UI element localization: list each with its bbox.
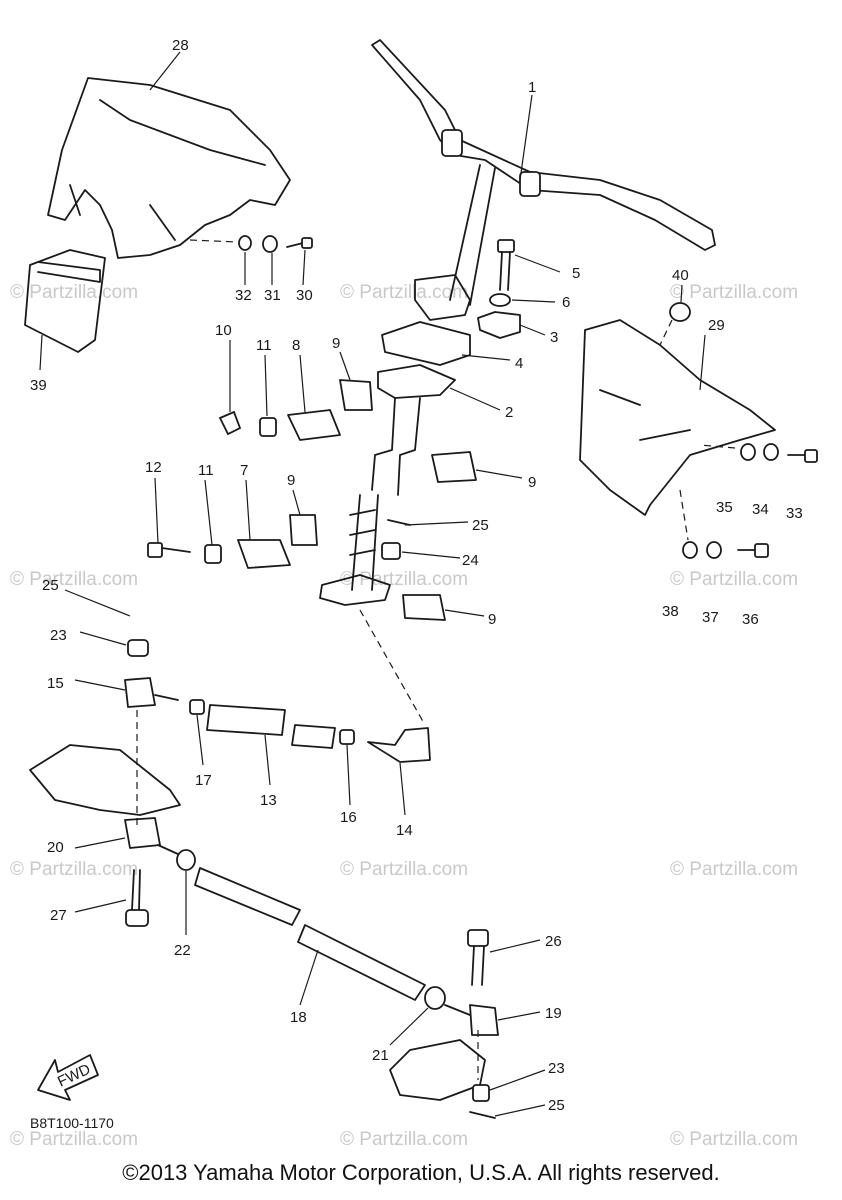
callout-22: 22: [174, 942, 191, 959]
lower-tie-rod: [124, 817, 499, 1119]
callout-23a: 23: [50, 627, 67, 644]
callout-36: 36: [742, 611, 759, 628]
callout-10: 10: [215, 322, 232, 339]
bushings: [289, 379, 477, 621]
callout-40: 40: [672, 267, 689, 284]
callout-35: 35: [716, 499, 733, 516]
handlebar: [371, 39, 716, 321]
callout-5: 5: [572, 265, 580, 282]
watermark-text: © Partzilla.com: [670, 859, 798, 880]
callout-26: 26: [545, 933, 562, 950]
callout-9d: 9: [488, 611, 496, 628]
callout-34: 34: [752, 501, 769, 518]
callout-15: 15: [47, 675, 64, 692]
watermark-text: © Partzilla.com: [10, 569, 138, 590]
callout-11a: 11: [256, 337, 272, 354]
callout-29: 29: [708, 317, 725, 334]
handlebar-cover: [47, 77, 291, 259]
callout-25c: 25: [548, 1097, 565, 1114]
copyright-notice: ©2013 Yamaha Motor Corporation, U.S.A. A…: [122, 1160, 720, 1185]
column-nut: [381, 519, 411, 560]
callout-19: 19: [545, 1005, 562, 1022]
callout-1: 1: [528, 79, 536, 96]
watermark-text: © Partzilla.com: [340, 859, 468, 880]
watermark-text: © Partzilla.com: [10, 1129, 138, 1150]
lower-bracket: [147, 539, 291, 569]
callout-7: 7: [240, 462, 248, 479]
callout-3: 3: [550, 329, 558, 346]
watermark-text: © Partzilla.com: [670, 569, 798, 590]
clamp-assembly: [381, 239, 521, 366]
callout-37: 37: [702, 609, 719, 626]
callout-30: 30: [296, 287, 313, 304]
callout-4: 4: [515, 355, 523, 372]
callout-33: 33: [786, 505, 803, 522]
callout-27: 27: [50, 907, 67, 924]
watermark-text: © Partzilla.com: [340, 282, 468, 303]
watermark-text: © Partzilla.com: [670, 1129, 798, 1150]
callout-2: 2: [505, 404, 513, 421]
callout-39: 39: [30, 377, 47, 394]
callout-21: 21: [372, 1047, 389, 1064]
watermark-text: © Partzilla.com: [340, 1129, 468, 1150]
callout-28: 28: [172, 37, 189, 54]
callout-9b: 9: [528, 474, 536, 491]
callout-13: 13: [260, 792, 277, 809]
side-cover: [579, 302, 818, 559]
watermark-text: © Partzilla.com: [10, 859, 138, 880]
leader-lines: [39, 51, 736, 1117]
callout-labels: 28 1 5 6 3 4 2 40 29 32 31 30 39 10 11 8…: [30, 37, 803, 1114]
exploded-view: © Partzilla.com © Partzilla.com © Partzi…: [10, 37, 818, 1150]
cover-fasteners: [189, 235, 313, 253]
callout-12: 12: [145, 459, 162, 476]
watermark-text: © Partzilla.com: [10, 282, 138, 303]
callout-9a: 9: [332, 335, 340, 352]
watermark-text: © Partzilla.com: [670, 282, 798, 303]
callout-6: 6: [562, 294, 570, 311]
fwd-arrow: FWD: [37, 1054, 99, 1101]
callout-31: 31: [264, 287, 281, 304]
callout-9c: 9: [287, 472, 295, 489]
callout-8: 8: [292, 337, 300, 354]
callout-18: 18: [290, 1009, 307, 1026]
callout-25a: 25: [472, 517, 489, 534]
callout-23b: 23: [548, 1060, 565, 1077]
watermark-text: © Partzilla.com: [340, 569, 468, 590]
callout-24: 24: [462, 552, 479, 569]
callout-17: 17: [195, 772, 212, 789]
callout-25b: 25: [42, 577, 59, 594]
callout-11b: 11: [198, 462, 214, 479]
upper-bracket: [218, 409, 341, 441]
steering-column: [319, 364, 456, 606]
knuckles: [29, 710, 486, 1101]
callout-38: 38: [662, 603, 679, 620]
watermarks: © Partzilla.com © Partzilla.com © Partzi…: [10, 282, 798, 1150]
callout-14: 14: [396, 822, 413, 839]
callout-20: 20: [47, 839, 64, 856]
callout-32: 32: [235, 287, 252, 304]
catalog-code: B8T100-1170: [30, 1115, 114, 1131]
upper-tie-rod: [124, 609, 431, 763]
meter-box: [24, 249, 106, 353]
callout-16: 16: [340, 809, 357, 826]
